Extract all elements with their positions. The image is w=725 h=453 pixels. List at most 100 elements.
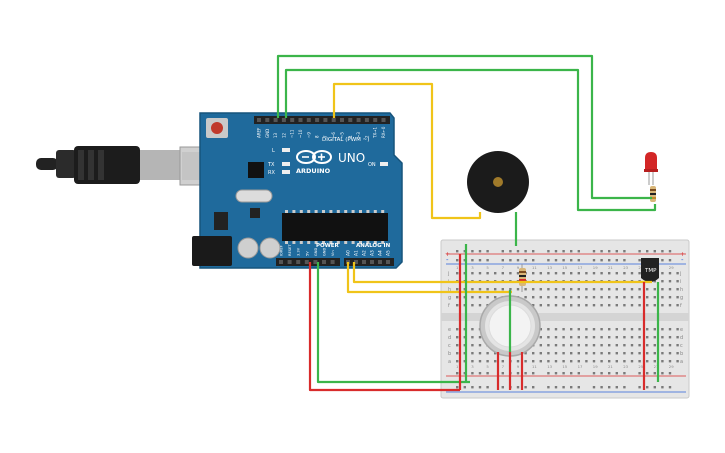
breadboard-hole[interactable] <box>600 344 603 347</box>
breadboard-hole[interactable] <box>615 250 618 253</box>
breadboard-hole[interactable] <box>478 250 482 253</box>
digital-pin-hole[interactable] <box>290 118 295 122</box>
wire-yellow-buzzer[interactable] <box>332 82 482 220</box>
breadboard-hole[interactable] <box>539 288 542 291</box>
breadboard-hole[interactable] <box>463 344 466 347</box>
breadboard-hole[interactable] <box>539 328 542 331</box>
breadboard-hole[interactable] <box>463 352 466 355</box>
breadboard-hole[interactable] <box>471 250 474 253</box>
wire-green-led-gnd[interactable] <box>276 54 652 200</box>
breadboard-hole[interactable] <box>676 272 679 275</box>
breadboard-hole[interactable] <box>600 259 603 262</box>
breadboard-hole[interactable] <box>478 296 482 299</box>
breadboard-hole[interactable] <box>463 272 466 275</box>
breadboard-hole[interactable] <box>608 344 611 347</box>
breadboard-hole[interactable] <box>653 372 656 375</box>
breadboard-hole[interactable] <box>661 352 664 355</box>
wires[interactable] <box>276 54 660 392</box>
breadboard-hole[interactable] <box>646 250 649 253</box>
breadboard-hole[interactable] <box>547 344 550 347</box>
breadboard-hole[interactable] <box>585 360 588 363</box>
power-pin-hole[interactable] <box>330 260 335 264</box>
breadboard-hole[interactable] <box>486 386 489 389</box>
breadboard-hole[interactable] <box>471 386 474 389</box>
breadboard-hole[interactable] <box>615 288 618 291</box>
digital-pin-hole[interactable] <box>356 118 361 122</box>
breadboard-hole[interactable] <box>532 250 535 253</box>
arduino-uno-board[interactable]: L TX RX ON ARDUINO UNO DIGITAL (PWM ~) P… <box>192 112 403 269</box>
led-resistor[interactable] <box>650 186 656 202</box>
breadboard-hole[interactable] <box>676 360 679 363</box>
breadboard-hole[interactable] <box>554 259 558 262</box>
breadboard-hole[interactable] <box>608 272 611 275</box>
breadboard-hole[interactable] <box>661 336 664 339</box>
breadboard-hole[interactable] <box>600 336 603 339</box>
breadboard-hole[interactable] <box>615 336 618 339</box>
breadboard-hole[interactable] <box>478 259 482 262</box>
breadboard-hole[interactable] <box>570 272 573 275</box>
breadboard-hole[interactable] <box>608 352 611 355</box>
breadboard-hole[interactable] <box>661 344 664 347</box>
breadboard-hole[interactable] <box>623 336 626 339</box>
breadboard-hole[interactable] <box>585 288 588 291</box>
analog-header[interactable] <box>344 258 394 266</box>
breadboard-hole[interactable] <box>638 352 641 355</box>
breadboard-hole[interactable] <box>471 296 474 299</box>
breadboard-hole[interactable] <box>615 352 618 355</box>
breadboard-hole[interactable] <box>486 296 489 299</box>
breadboard-hole[interactable] <box>577 250 580 253</box>
breadboard-hole[interactable] <box>585 296 588 299</box>
breadboard-hole[interactable] <box>653 304 656 307</box>
breadboard-hole[interactable] <box>547 259 550 262</box>
breadboard-hole[interactable] <box>494 352 497 355</box>
breadboard-hole[interactable] <box>562 250 565 253</box>
breadboard-hole[interactable] <box>539 296 542 299</box>
power-pin-hole[interactable] <box>304 260 309 264</box>
breadboard-hole[interactable] <box>547 336 550 339</box>
breadboard-hole[interactable] <box>539 336 542 339</box>
breadboard-hole[interactable] <box>456 328 459 331</box>
breadboard-hole[interactable] <box>524 296 527 299</box>
breadboard-hole[interactable] <box>509 288 512 291</box>
wire-yellow-a1[interactable] <box>352 262 652 284</box>
power-pin-hole[interactable] <box>313 260 318 264</box>
breadboard-hole[interactable] <box>532 288 535 291</box>
breadboard-hole[interactable] <box>532 360 535 363</box>
breadboard-hole[interactable] <box>516 272 520 275</box>
breadboard-hole[interactable] <box>638 344 641 347</box>
breadboard-hole[interactable] <box>577 259 580 262</box>
breadboard-hole[interactable] <box>494 296 497 299</box>
breadboard-hole[interactable] <box>577 344 580 347</box>
breadboard-hole[interactable] <box>501 386 504 389</box>
breadboard-hole[interactable] <box>608 259 611 262</box>
breadboard-hole[interactable] <box>501 372 504 375</box>
breadboard-hole[interactable] <box>661 288 664 291</box>
breadboard-hole[interactable] <box>562 360 565 363</box>
breadboard-hole[interactable] <box>615 360 618 363</box>
breadboard-hole[interactable] <box>494 288 497 291</box>
breadboard-hole[interactable] <box>478 304 482 307</box>
reset-button[interactable] <box>206 118 228 138</box>
breadboard-hole[interactable] <box>524 352 527 355</box>
breadboard-hole[interactable] <box>638 336 641 339</box>
digital-pin-hole[interactable] <box>348 118 353 122</box>
breadboard-hole[interactable] <box>463 288 466 291</box>
breadboard-hole[interactable] <box>524 250 527 253</box>
digital-pin-hole[interactable] <box>340 118 344 122</box>
breadboard-hole[interactable] <box>615 386 618 389</box>
breadboard-hole[interactable] <box>456 288 459 291</box>
breadboard-hole[interactable] <box>638 328 641 331</box>
breadboard-hole[interactable] <box>585 352 588 355</box>
breadboard-hole[interactable] <box>592 328 596 331</box>
breadboard-hole[interactable] <box>638 386 641 389</box>
breadboard-hole[interactable] <box>592 360 596 363</box>
breadboard-hole[interactable] <box>456 386 459 389</box>
breadboard-hole[interactable] <box>608 250 611 253</box>
breadboard-hole[interactable] <box>661 386 664 389</box>
breadboard-hole[interactable] <box>577 272 580 275</box>
breadboard-hole[interactable] <box>554 372 558 375</box>
breadboard-hole[interactable] <box>509 250 512 253</box>
breadboard-hole[interactable] <box>478 352 482 355</box>
breadboard-hole[interactable] <box>661 372 664 375</box>
breadboard-hole[interactable] <box>532 259 535 262</box>
